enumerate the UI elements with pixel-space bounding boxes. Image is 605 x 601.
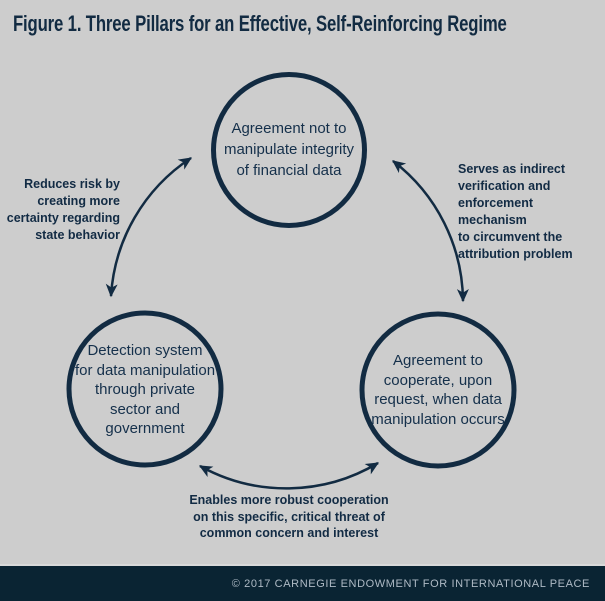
node-left-circle [66, 310, 224, 468]
edge-right-label: Serves as indirect verification and enfo… [458, 162, 573, 261]
footer-bar: © 2017 CARNEGIE ENDOWMENT FOR INTERNATIO… [0, 564, 605, 601]
node-left-label: Detection system for data manipulation t… [74, 342, 216, 437]
arrow-left-edge [105, 156, 193, 298]
node-top-circle [211, 72, 367, 228]
node-right-label: Agreement to cooperate, upon request, wh… [371, 352, 505, 428]
edge-left-label: Reduces risk by creating more certainty … [6, 177, 120, 242]
edge-bottom-label: Enables more robust cooperation on this … [189, 493, 389, 540]
node-right-circle [359, 311, 517, 469]
arrow-bottom-edge [198, 461, 380, 490]
figure-title: Figure 1. Three Pillars for an Effective… [13, 11, 507, 36]
footer-credit: © 2017 CARNEGIE ENDOWMENT FOR INTERNATIO… [231, 577, 590, 590]
node-top-label: Agreement not to manipulate integrity of… [223, 120, 355, 179]
arrow-right-edge [392, 160, 469, 303]
